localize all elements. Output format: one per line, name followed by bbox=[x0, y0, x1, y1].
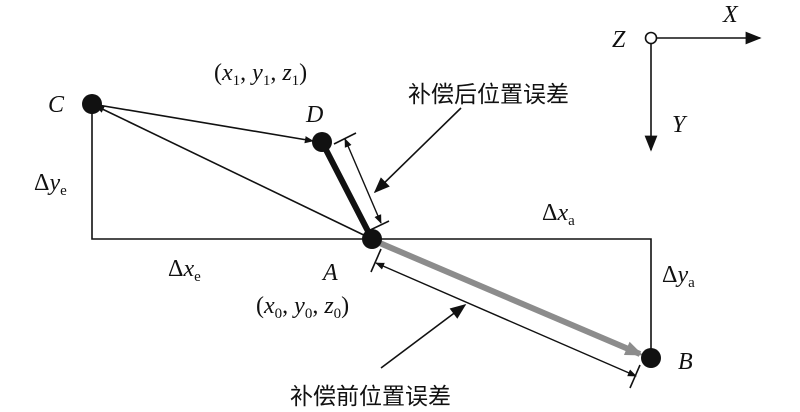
axis-y-label: Y bbox=[672, 112, 688, 138]
point-c bbox=[82, 94, 102, 114]
point-b bbox=[641, 348, 661, 368]
before-error-dimension-line bbox=[375, 262, 637, 377]
line-c-to-d bbox=[91, 103, 314, 144]
axis-origin-label: Z bbox=[612, 27, 626, 53]
point-a-label: A bbox=[321, 260, 338, 286]
after-compensation-error-label: 补偿后位置误差 bbox=[408, 82, 569, 108]
error-box-right bbox=[372, 238, 652, 358]
axis-origin-icon bbox=[644, 31, 658, 45]
delta-x-a-label: Δxa bbox=[542, 200, 575, 229]
after-error-dimension-line bbox=[344, 138, 382, 224]
point-d bbox=[312, 132, 332, 152]
after-compensation-error-segment bbox=[319, 140, 375, 241]
error-box-left bbox=[91, 104, 372, 240]
point-d-label: D bbox=[305, 102, 323, 128]
point-d-coordinates: (x1, y1, z1) bbox=[214, 60, 307, 89]
point-b-label: B bbox=[678, 349, 693, 375]
axis-x-label: X bbox=[722, 2, 739, 28]
point-c-label: C bbox=[48, 92, 65, 118]
before-annotation-leader bbox=[380, 304, 467, 369]
point-a bbox=[362, 229, 382, 249]
before-error-tick-b bbox=[629, 364, 641, 389]
before-error-tick-a bbox=[370, 248, 382, 273]
after-error-tick-d bbox=[333, 132, 357, 145]
after-annotation-leader bbox=[373, 107, 462, 194]
before-compensation-error-segment bbox=[373, 238, 644, 357]
delta-y-a-label: Δya bbox=[662, 262, 695, 291]
line-a-to-c bbox=[95, 105, 373, 240]
delta-y-e-label: Δye bbox=[34, 170, 67, 199]
point-a-coordinates: (x0, y0, z0) bbox=[256, 293, 349, 322]
delta-x-e-label: Δxe bbox=[168, 256, 201, 285]
before-compensation-error-label: 补偿前位置误差 bbox=[290, 384, 451, 410]
